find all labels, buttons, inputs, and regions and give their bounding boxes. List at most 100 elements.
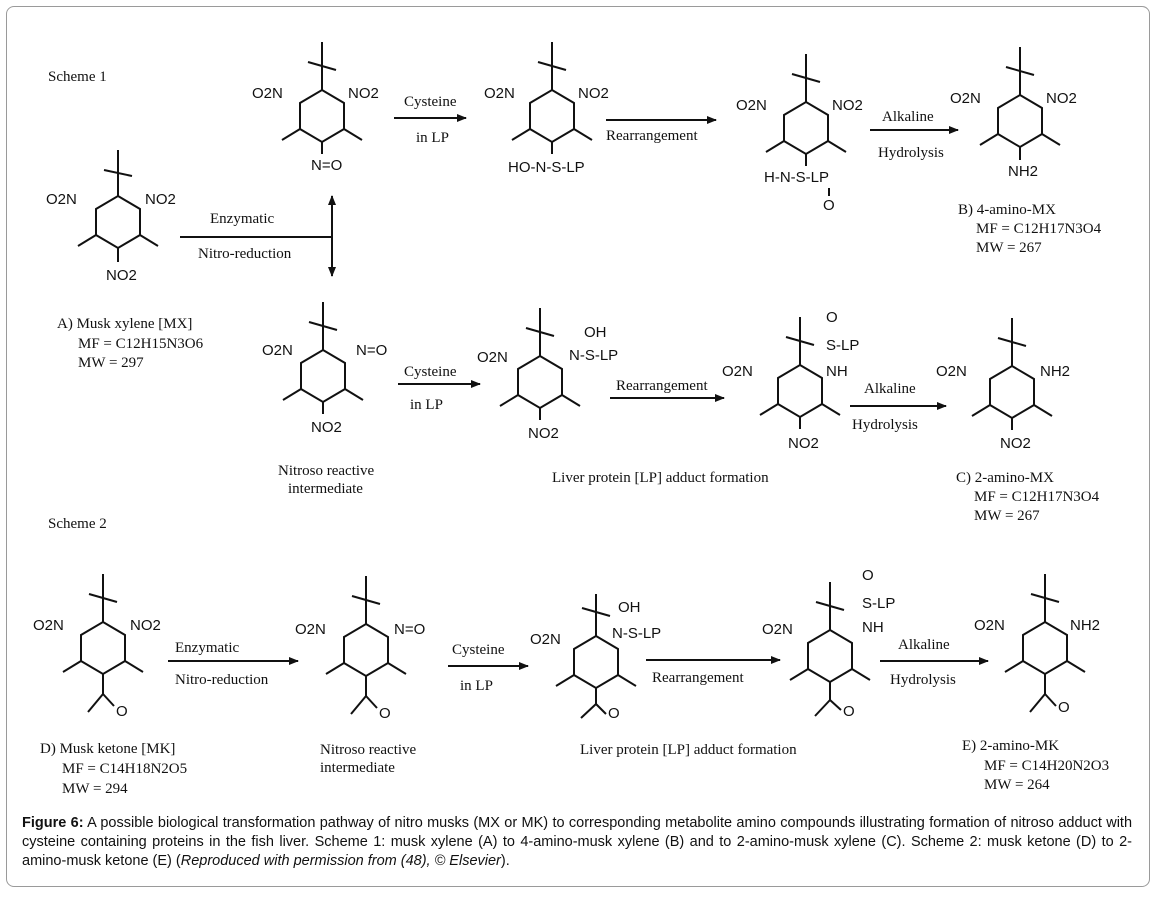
group-n-eq-o: N=O <box>311 157 342 174</box>
ring-hydroxylamine-bottom <box>499 308 581 420</box>
group-no2: NO2 <box>528 425 559 442</box>
group-o2n: O2N <box>950 90 981 107</box>
compound-d-name: D) Musk ketone [MK] <box>40 741 175 757</box>
group-o2n: O2N <box>762 621 793 638</box>
reaction-arrows <box>168 114 989 670</box>
group-o2n: O2N <box>46 191 77 208</box>
group-n-eq-o: N=O <box>356 342 387 359</box>
ring-nitroso-bottom <box>282 302 364 414</box>
compound-b-mw: MW = 267 <box>976 240 1042 256</box>
compound-e-name: E) 2-amino-MK <box>962 738 1059 754</box>
label-in-lp: in LP <box>410 397 443 413</box>
substituent-labels: O2N NO2 NO2 O2N NO2 N=O O2N NO2 HO-N-S-L… <box>33 85 1100 722</box>
label-hydrolysis: Hydrolysis <box>878 145 944 161</box>
group-no2: NO2 <box>348 85 379 102</box>
label-alkaline: Alkaline <box>882 109 934 125</box>
group-nh: NH <box>826 363 848 380</box>
label-enzymatic: Enzymatic <box>210 211 274 227</box>
nitroso-intermediate-line1: Nitroso reactive <box>278 463 375 479</box>
scheme-2-title: Scheme 2 <box>48 516 107 532</box>
group-o: O <box>862 567 874 584</box>
label-in-lp: in LP <box>416 130 449 146</box>
group-n-eq-o: N=O <box>394 621 425 638</box>
ring-sulfinamide-top <box>765 54 847 166</box>
group-n-s-lp: N-S-LP <box>612 625 661 642</box>
group-o2n: O2N <box>484 85 515 102</box>
compound-labels: A) Musk xylene [MX] MF = C12H15N3O6 MW =… <box>40 202 1109 797</box>
caption-credit: Reproduced with permission from (48), © … <box>180 853 501 869</box>
label-rearrangement: Rearrangement <box>616 378 708 394</box>
scheme-1-title: Scheme 1 <box>48 69 107 85</box>
nitroso-intermediate-line2: intermediate <box>288 481 363 497</box>
reaction-scheme-diagram: Scheme 1 Scheme 2 <box>33 42 1109 797</box>
group-o2n: O2N <box>295 621 326 638</box>
caption-text: A possible biological transformation pat… <box>22 815 1133 869</box>
label-alkaline: Alkaline <box>898 637 950 653</box>
ring-musk-xylene <box>77 150 159 262</box>
group-o2n: O2N <box>252 85 283 102</box>
group-o: O <box>826 309 838 326</box>
ring-2-amino-mk <box>1004 574 1086 713</box>
arrow-labels: Enzymatic Nitro-reduction Cysteine in LP… <box>175 94 956 694</box>
group-no2: NO2 <box>145 191 176 208</box>
group-o: O <box>608 705 620 722</box>
group-nh: NH <box>862 619 884 636</box>
compound-c-mf: MF = C12H17N3O4 <box>974 489 1100 505</box>
group-no2: NO2 <box>1000 435 1031 452</box>
group-o2n: O2N <box>530 631 561 648</box>
compound-b-name: B) 4-amino-MX <box>958 202 1056 218</box>
group-o2n: O2N <box>33 617 64 634</box>
group-o: O <box>1058 699 1070 716</box>
group-no2: NO2 <box>311 419 342 436</box>
group-o2n: O2N <box>974 617 1005 634</box>
group-n-s-lp: N-S-LP <box>569 347 618 364</box>
ring-hydroxylamine-mk <box>555 594 637 719</box>
group-oh: OH <box>618 599 641 616</box>
figure-label: Figure 6: <box>22 815 84 831</box>
group-s-lp: S-LP <box>826 337 859 354</box>
label-nitro-reduction: Nitro-reduction <box>198 246 292 262</box>
label-rearrangement: Rearrangement <box>606 128 698 144</box>
compound-a-mw: MW = 297 <box>78 355 144 371</box>
group-no2: NO2 <box>788 435 819 452</box>
adduct-formation-label: Liver protein [LP] adduct formation <box>552 470 769 486</box>
nitroso-intermediate-mk-line1: Nitroso reactive <box>320 742 417 758</box>
group-nh2: NH2 <box>1008 163 1038 180</box>
compound-e-mw: MW = 264 <box>984 777 1050 793</box>
compound-c-mw: MW = 267 <box>974 508 1040 524</box>
compound-c-name: C) 2-amino-MX <box>956 470 1054 486</box>
group-o2n: O2N <box>722 363 753 380</box>
group-o: O <box>116 703 128 720</box>
figure-caption: Figure 6: A possible biological transfor… <box>22 814 1132 871</box>
group-no2: NO2 <box>1046 90 1077 107</box>
caption-end: ). <box>500 853 510 869</box>
label-nitro-reduction: Nitro-reduction <box>175 672 269 688</box>
group-o: O <box>843 703 855 720</box>
nitroso-intermediate-mk-line2: intermediate <box>320 760 395 776</box>
label-cysteine: Cysteine <box>404 94 457 110</box>
ring-musk-ketone <box>62 574 144 713</box>
group-no2: NO2 <box>130 617 161 634</box>
ring-2-amino-mx <box>971 318 1053 430</box>
group-o2n: O2N <box>936 363 967 380</box>
ring-4-amino-mx <box>979 47 1061 160</box>
group-o2n: O2N <box>262 342 293 359</box>
group-nh2: NH2 <box>1070 617 1100 634</box>
group-o2n: O2N <box>736 97 767 114</box>
group-o: O <box>379 705 391 722</box>
group-no2: NO2 <box>832 97 863 114</box>
adduct-formation-label-mk: Liver protein [LP] adduct formation <box>580 742 797 758</box>
label-rearrangement: Rearrangement <box>652 670 744 686</box>
group-nh2: NH2 <box>1040 363 1070 380</box>
figure-frame <box>6 6 1150 887</box>
group-no2: NO2 <box>578 85 609 102</box>
compound-b-mf: MF = C12H17N3O4 <box>976 221 1102 237</box>
label-hydrolysis: Hydrolysis <box>890 672 956 688</box>
compound-a-name: A) Musk xylene [MX] <box>57 316 192 332</box>
label-enzymatic: Enzymatic <box>175 640 239 656</box>
compound-d-mf: MF = C14H18N2O5 <box>62 761 187 777</box>
group-s-lp: S-LP <box>862 595 895 612</box>
ring-nitroso-mk <box>325 576 407 715</box>
ring-hydroxylamine-top <box>511 42 593 154</box>
group-ho-n-s-lp: HO-N-S-LP <box>508 159 585 176</box>
